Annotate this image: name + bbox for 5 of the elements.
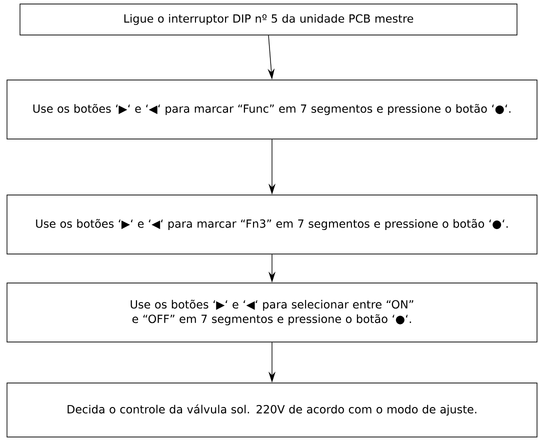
process-box: Use os botões ‘▶‘ e ‘◀‘ para marcar “Func” em 7 segmentos e pressione o botão ‘●‘. [6, 80, 538, 140]
process-box: Use os botões ‘▶‘ e ‘◀‘ para selecionar entre “ON” e “OFF” em 7 segmentos e pressione o botão ‘●‘. [6, 282, 538, 342]
process-box: Ligue o interruptor DIP nº 5 da unidade PCB mestre [20, 4, 518, 36]
process-box: Decida o controle da válvula sol. 220V de acordo com o modo de ajuste. [6, 382, 538, 438]
process-box: Use os botões ‘▶‘ e ‘◀‘ para marcar “Fn3” em 7 segmentos e pressione o botão ‘●‘. [6, 194, 538, 254]
